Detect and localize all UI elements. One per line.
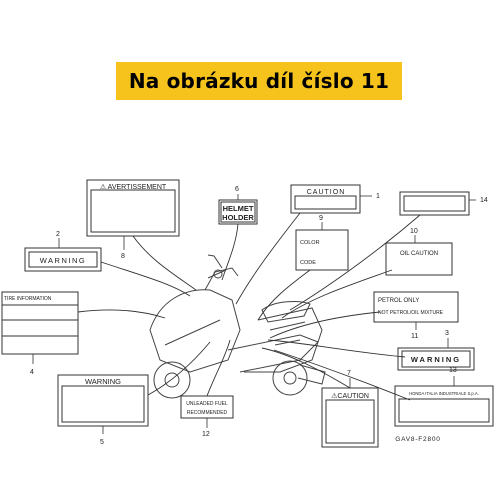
callout-4: 4: [30, 369, 34, 376]
callout-8: 8: [121, 253, 125, 260]
callout-2: 2: [56, 231, 60, 238]
callout-10: 10: [410, 228, 418, 235]
drawing-code-text: GAV8-F2800: [395, 436, 440, 443]
banner-text: Na obrázku díl číslo 11: [128, 69, 390, 93]
caution-top-text: CAUTION: [307, 189, 346, 196]
code-text: CODE: [300, 260, 316, 266]
warning-right-text: WARNING: [411, 355, 461, 364]
tire-info-text: TIRE INFORMATION: [4, 296, 52, 302]
unleaded-text-2: RECOMMENDED: [187, 410, 228, 416]
petrol-text-2: NOT PETROL/OIL MIXTURE: [378, 310, 444, 316]
callout-12: 12: [202, 431, 210, 438]
label-blank-14: [399, 191, 470, 216]
label-oil-caution: [385, 242, 453, 276]
callout-14: 14: [480, 197, 488, 204]
label-warning-right: [397, 347, 475, 371]
avertissement-text: ⚠ AVERTISSEMENT: [100, 183, 167, 191]
callout-9: 9: [319, 215, 323, 222]
caution-bottom-text: ⚠CAUTION: [331, 392, 369, 400]
part-number-banner: Na obrázku díl číslo 11: [116, 62, 402, 100]
helmet-text-2: HOLDER: [222, 213, 254, 222]
scooter-illustration: [149, 254, 326, 399]
color-text: COLOR: [300, 240, 320, 246]
helmet-text-1: HELMET: [223, 204, 254, 213]
callout-3: 3: [445, 330, 449, 337]
label-petrol-only: [373, 291, 459, 323]
unleaded-text-1: UNLEADED FUEL: [186, 401, 228, 407]
warning-small-text: WARNING: [40, 256, 86, 265]
oil-caution-text: OIL CAUTION: [400, 251, 438, 257]
label-warning-small: [24, 247, 102, 272]
label-honda-plate: [394, 385, 494, 427]
callout-7: 7: [347, 370, 351, 377]
callout-6: 6: [235, 186, 239, 193]
label-caution-top: [290, 184, 361, 214]
callout-numbers: 1 2 3 4 5 6 7 8 9 10 11 12 13 14: [30, 186, 488, 446]
callout-11: 11: [411, 333, 418, 340]
warning-bottom-text: WARNING: [85, 377, 121, 386]
label-tire-information: [1, 291, 79, 355]
petrol-text-1: PETROL ONLY: [378, 298, 419, 304]
callout-ticks: [32, 194, 476, 434]
label-texts: ⚠ AVERTISSEMENT HELMET HOLDER CAUTION WA…: [4, 183, 479, 443]
callout-5: 5: [100, 439, 104, 446]
leader-lines: [77, 212, 421, 401]
callout-1: 1: [376, 193, 380, 200]
honda-text: HONDA ITALIA INDUSTRIALE S.p.A.: [409, 391, 479, 396]
callout-13: 13: [449, 367, 457, 374]
